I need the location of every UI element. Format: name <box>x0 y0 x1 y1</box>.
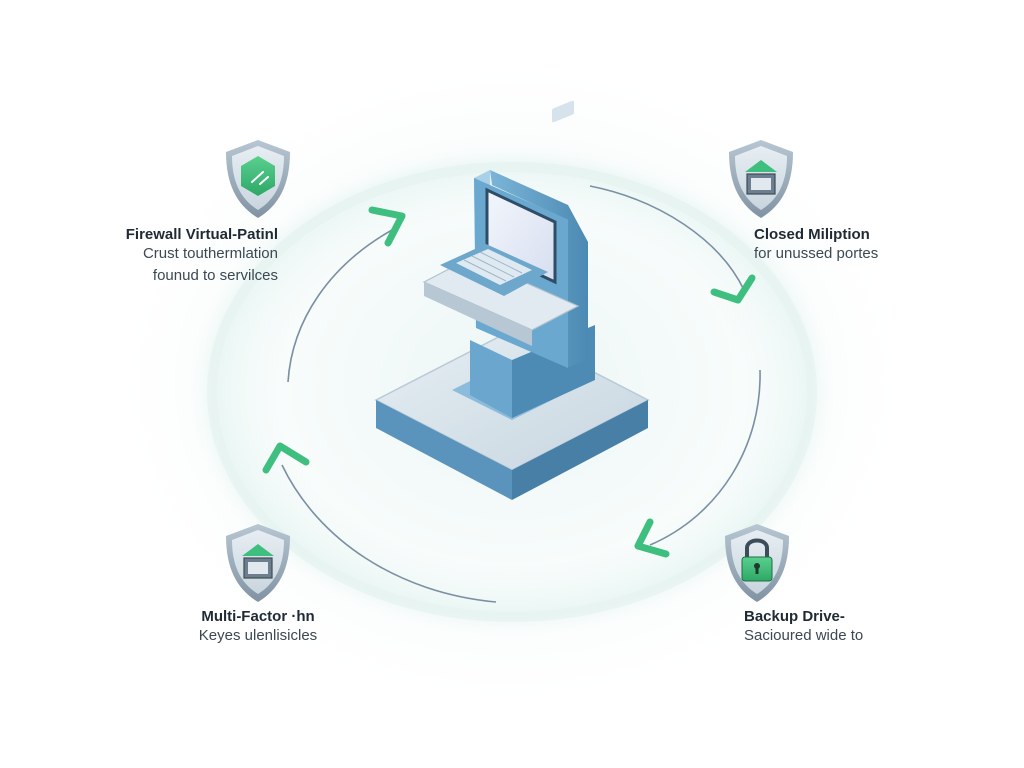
cycle-arc-right-lower <box>649 369 761 546</box>
firewall-title: Firewall Virtual-Patinl <box>125 226 278 243</box>
closed-ports-desc-line-1: for unussed portes <box>754 245 879 262</box>
arrow-bottom-right-icon <box>634 518 670 558</box>
cycle-arc-right-upper <box>589 185 745 291</box>
keyboard-tray-front <box>424 282 532 346</box>
arrow-top-right-icon <box>710 274 756 304</box>
arrow-bottom-left-icon <box>262 442 310 474</box>
card-slot <box>552 100 574 123</box>
drive-lid <box>745 160 777 172</box>
cycle-arrows <box>262 206 756 558</box>
closed-ports-title: Closed Miliption <box>754 226 870 243</box>
arrow-top-left-icon <box>368 206 406 247</box>
mfa-label: Multi-Factor ·hn Keyes ulenlisicles <box>118 608 398 647</box>
halo-ring <box>207 162 817 622</box>
terminal-screen <box>485 187 557 285</box>
firewall-desc-line-1: Crust touthermlation <box>142 245 278 262</box>
cycle-arc-left-lower <box>281 464 497 603</box>
terminal-base-left <box>376 400 512 500</box>
keyboard-key-lines <box>463 251 523 282</box>
shield-check-icon <box>226 140 290 218</box>
drive-lid <box>242 544 274 556</box>
firewall-desc-line-2: founud to servilces <box>152 267 278 284</box>
terminal-base-right <box>512 400 648 500</box>
closed-ports-label: Closed Miliption for unussed portes <box>754 226 878 265</box>
computer-terminal-icon <box>374 100 650 500</box>
shield-drive-icon-bottom-left <box>226 524 290 602</box>
drive-window <box>248 562 268 574</box>
mfa-title: Multi-Factor ·hn <box>201 608 315 625</box>
padlock-keyhole-slot <box>755 567 759 574</box>
backup-title: Backup Drive- <box>744 608 845 625</box>
mfa-desc-line-1: Keyes ulenlisicles <box>198 627 318 644</box>
check-mark <box>251 171 269 185</box>
drive-window <box>751 178 771 190</box>
tower-body <box>490 170 588 368</box>
padlock-shackle <box>745 538 769 558</box>
pedestal-left <box>470 340 512 418</box>
firewall-label: Firewall Virtual-Patinl Crust touthermla… <box>126 226 278 287</box>
cycle-arcs <box>281 185 761 603</box>
shield-padlock-icon <box>725 524 789 602</box>
cycle-arc-left-upper <box>287 229 393 383</box>
shield-drive-icon-top-right <box>729 140 793 218</box>
backup-label: Backup Drive- Sacioured wide to <box>744 608 863 647</box>
backup-desc-line-1: Sacioured wide to <box>744 627 864 644</box>
